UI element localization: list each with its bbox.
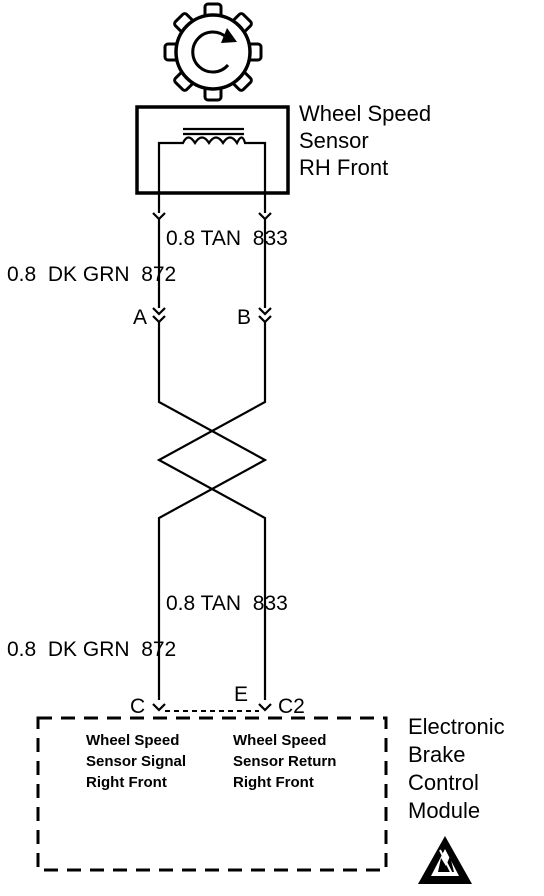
sensor-box	[135, 105, 290, 195]
svg-text:Sensor Signal: Sensor Signal	[86, 753, 186, 770]
sensor-title: Wheel Speed Sensor RH Front	[299, 101, 431, 180]
svg-text:Sensor: Sensor	[299, 128, 369, 153]
svg-text:RH Front: RH Front	[299, 155, 388, 180]
connector-b-label: B	[237, 306, 251, 329]
connector-a-label: A	[133, 306, 147, 329]
connector-c2-label: C2	[278, 695, 305, 718]
svg-text:Sensor Return: Sensor Return	[233, 753, 336, 770]
svg-text:Electronic: Electronic	[408, 714, 505, 739]
connector-c-label: C	[130, 695, 145, 718]
sensor-coil-icon	[157, 127, 267, 193]
wire-label-upper-left: 0.8 DK GRN 872	[7, 263, 176, 286]
connector-a	[152, 307, 166, 324]
wire-label-lower-left: 0.8 DK GRN 872	[7, 638, 176, 661]
esd-warning-icon	[418, 836, 472, 884]
module-box	[36, 716, 388, 872]
module-pin-c-description: Wheel Speed Sensor Signal Right Front	[86, 732, 186, 791]
svg-text:Wheel Speed: Wheel Speed	[233, 732, 326, 749]
svg-text:Brake: Brake	[408, 742, 465, 767]
module-pin-e-description: Wheel Speed Sensor Return Right Front	[233, 732, 336, 791]
sensor-terminal-left	[152, 212, 166, 221]
svg-text:Wheel Speed: Wheel Speed	[86, 732, 179, 749]
module-title: Electronic Brake Control Module	[408, 714, 505, 823]
tone-wheel-icon	[163, 2, 263, 102]
wire-label-lower-right: 0.8 TAN 833	[166, 592, 288, 615]
svg-text:Wheel Speed: Wheel Speed	[299, 101, 431, 126]
module-terminal-e	[258, 703, 272, 712]
module-terminal-c	[152, 703, 166, 712]
svg-text:Control: Control	[408, 770, 479, 795]
connector-b	[258, 307, 272, 324]
svg-text:Module: Module	[408, 798, 480, 823]
twisted-pair	[156, 322, 268, 700]
connector-e-label: E	[234, 683, 248, 706]
svg-text:Right Front: Right Front	[233, 774, 314, 791]
svg-text:Right Front: Right Front	[86, 774, 167, 791]
wire-label-upper-right: 0.8 TAN 833	[166, 227, 288, 250]
sensor-terminal-right	[258, 212, 272, 221]
